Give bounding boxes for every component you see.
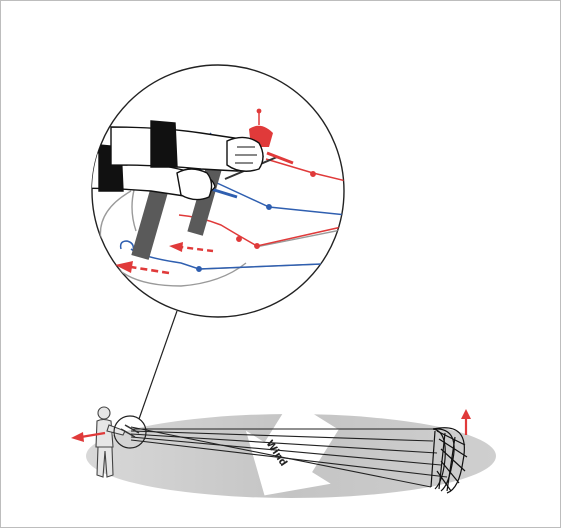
zoom-leader-line — [139, 311, 177, 419]
lift-arrow-icon — [461, 409, 471, 435]
